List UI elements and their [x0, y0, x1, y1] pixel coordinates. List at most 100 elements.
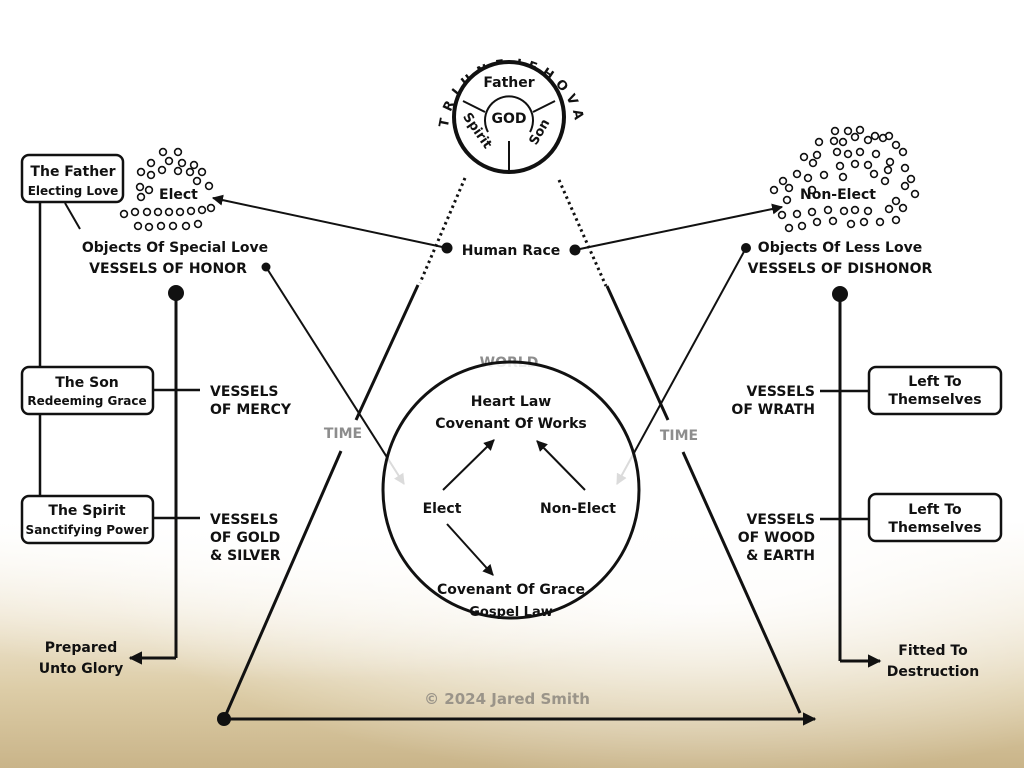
prepared-label-2: Unto Glory	[39, 661, 123, 677]
objects-special-love: Objects Of Special Love	[82, 240, 268, 256]
arrow-honor-to-world-elect	[265, 266, 405, 485]
person-dot	[850, 205, 860, 215]
person-dot	[900, 163, 910, 173]
person-dot	[197, 167, 207, 177]
person-dot	[177, 158, 187, 168]
person-dot	[863, 160, 873, 170]
person-dot	[870, 131, 880, 141]
arrow-elect-to-works	[442, 439, 495, 491]
left-to-themselves-box-2: Left To Themselves	[867, 492, 1003, 543]
person-dot	[850, 159, 860, 169]
person-dot	[146, 158, 156, 168]
person-dot	[136, 192, 146, 202]
person-dot	[807, 185, 817, 195]
vessels-of-dishonor: VESSELS OF DISHONOR	[748, 261, 933, 277]
vessels-of-gold-3: & SILVER	[210, 548, 281, 564]
spirit-box-title: The Spirit	[48, 503, 125, 519]
person-dot	[850, 132, 860, 142]
person-dot	[189, 160, 199, 170]
person-dot	[784, 183, 794, 193]
person-dot	[119, 209, 129, 219]
left-to-themselves-box-1: Left To Themselves	[867, 365, 1003, 416]
person-dot	[808, 158, 818, 168]
box-2-frame	[867, 492, 1003, 543]
triune-emblem: TRIUNE JEHOVAH Father GOD Spirit Son	[0, 0, 581, 174]
person-dot	[846, 219, 856, 229]
human-race-dot-left	[441, 242, 453, 254]
arrow-elect-to-grace	[446, 523, 494, 576]
person-dot	[814, 137, 824, 147]
fitted-label-2: Destruction	[887, 664, 979, 680]
spirit-box-frame	[20, 494, 155, 545]
label-father: Father	[483, 75, 534, 91]
son-box-title: The Son	[55, 375, 119, 391]
person-dot	[175, 207, 185, 217]
person-dot	[133, 221, 143, 231]
person-dot	[891, 196, 901, 206]
person-dot	[792, 169, 802, 179]
vessels-of-wood-1: VESSELS	[746, 512, 815, 528]
objects-less-love: Objects Of Less Love	[758, 240, 922, 256]
time-label-left: TIME	[324, 426, 362, 442]
divider-line	[462, 100, 486, 113]
divider-line	[532, 100, 556, 113]
person-dot	[871, 149, 881, 159]
person-dot	[869, 169, 879, 179]
person-dot	[173, 166, 183, 176]
time-line-left-upper	[354, 284, 420, 421]
person-dot	[136, 167, 146, 177]
prepared-label-1: Prepared	[45, 640, 118, 656]
person-dot	[778, 176, 788, 186]
person-dot	[153, 207, 163, 217]
person-dot	[878, 133, 888, 143]
person-dot	[885, 157, 895, 167]
arrow-nonelect-to-works	[536, 440, 586, 491]
son-box: The Son Redeeming Grace	[20, 365, 155, 416]
arrow-dishonor-to-world-non-elect	[616, 247, 747, 485]
person-dot	[156, 221, 166, 231]
time-line-right-upper	[605, 285, 670, 421]
person-dot	[891, 140, 901, 150]
person-dot	[835, 161, 845, 171]
box-2-line-2: Themselves	[888, 520, 981, 536]
person-dot	[884, 204, 894, 214]
person-dot	[880, 176, 890, 186]
right-column: Objects Of Less Love VESSELS OF DISHONOR…	[616, 240, 1003, 680]
box-1-line-2: Themselves	[888, 392, 981, 408]
person-dot	[843, 149, 853, 159]
person-dot	[144, 222, 154, 232]
human-race-dot-right	[569, 244, 581, 256]
vessels-of-wood-2: OF WOOD	[738, 530, 815, 546]
person-dot	[855, 147, 865, 157]
person-dot	[838, 172, 848, 182]
time-start-dot	[217, 712, 231, 726]
time-line-right-lower	[681, 451, 802, 714]
covenant-of-grace: Covenant Of Grace	[437, 582, 585, 598]
person-dot	[891, 215, 901, 225]
world-circle	[381, 360, 641, 620]
person-dot	[819, 170, 829, 180]
person-dot	[782, 195, 792, 205]
vessels-of-wrath-2: OF WRATH	[731, 402, 815, 418]
person-dot	[204, 181, 214, 191]
god-inner-arc	[484, 95, 534, 133]
person-dot	[832, 147, 842, 157]
person-dot	[164, 207, 174, 217]
copyright: © 2024 Jared Smith	[424, 690, 590, 708]
fitted-label-1: Fitted To	[898, 643, 968, 659]
vessels-of-wood-3: & EARTH	[746, 548, 815, 564]
person-dot	[146, 170, 156, 180]
person-dot	[863, 206, 873, 216]
person-dot	[799, 152, 809, 162]
person-dot	[859, 217, 869, 227]
time-line-left-lower	[222, 450, 343, 720]
human-race-label: Human Race	[462, 243, 561, 259]
person-dot	[792, 209, 802, 219]
dotted-line-left	[418, 177, 467, 284]
father-box: The Father Electing Love	[20, 153, 125, 204]
person-dot	[164, 156, 174, 166]
person-dot	[144, 185, 154, 195]
person-dot	[863, 135, 873, 145]
vessels-of-wrath-1: VESSELS	[746, 384, 815, 400]
world-elect: Elect	[423, 501, 462, 517]
